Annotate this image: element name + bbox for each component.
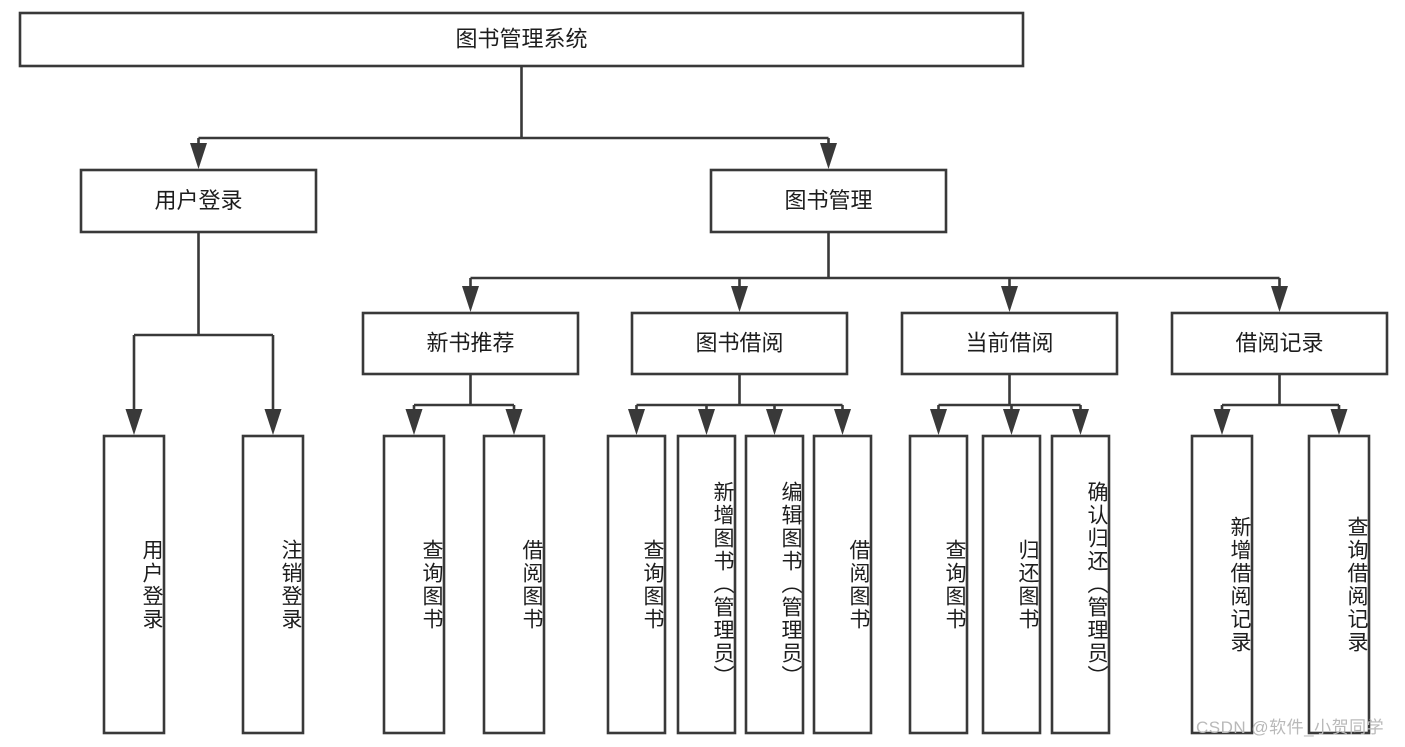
node-box-borrow[interactable] [630,311,849,376]
node-box-logout[interactable] [241,434,305,735]
node-box-root[interactable] [18,11,1025,68]
node-box-userlogin[interactable] [102,434,166,735]
connector-layer [125,66,1348,435]
node-box-nb-borrow[interactable] [482,434,546,735]
node-box-bo-add[interactable] [676,434,737,735]
node-box-bo-query[interactable] [606,434,667,735]
node-box-records[interactable] [1170,311,1389,376]
node-box-re-add[interactable] [1190,434,1254,735]
node-box-cu-query[interactable] [908,434,969,735]
node-label-current: 当前借阅 [965,330,1053,355]
csdn-watermark: CSDN @软件_小贺同学 [1196,718,1385,737]
node-box-login[interactable] [79,168,318,234]
node-box-cu-return[interactable] [981,434,1042,735]
node-label-root: 图书管理系统 [455,26,587,51]
node-box-bo-edit[interactable] [744,434,805,735]
node-box-layer [18,11,1389,735]
node-box-cu-confirm[interactable] [1050,434,1111,735]
node-box-nb-query[interactable] [382,434,446,735]
node-label-newbook: 新书推荐 [426,330,514,355]
node-box-bo-lend[interactable] [812,434,873,735]
node-label-records: 借阅记录 [1235,330,1323,355]
node-label-login: 用户登录 [154,188,242,213]
node-box-newbook[interactable] [361,311,580,376]
node-box-current[interactable] [900,311,1119,376]
node-label-bookmgmt: 图书管理 [784,188,872,213]
node-label-borrow: 图书借阅 [695,330,783,355]
node-box-bookmgmt[interactable] [709,168,948,234]
node-box-re-query[interactable] [1307,434,1371,735]
